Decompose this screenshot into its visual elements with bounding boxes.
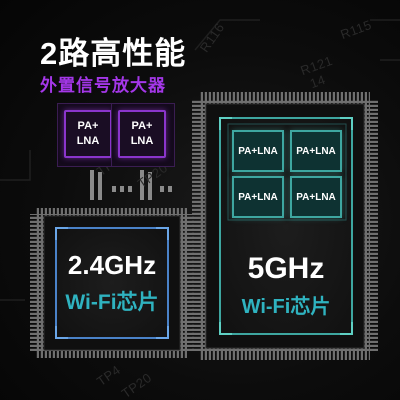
headline: 2路高性能 — [40, 36, 187, 71]
internal-amplifier-4: PA+LNA — [290, 176, 342, 218]
amp-label-line2: LNA — [76, 135, 100, 147]
chip-24-label: Wi-Fi芯片 — [65, 291, 159, 314]
external-amplifier-2: PA+ LNA — [118, 110, 166, 158]
amp-label-line1: PA+ — [77, 120, 99, 132]
chip-24-die-outline — [55, 227, 169, 339]
external-amplifier-1: PA+ LNA — [64, 110, 112, 158]
amp-label-line1: PA+ — [131, 120, 153, 132]
subheadline: 外置信号放大器 — [40, 76, 166, 95]
chip-5-label: Wi-Fi芯片 — [241, 296, 331, 318]
chip-24-band: 2.4GHz — [67, 250, 157, 280]
amp-label-line2: LNA — [130, 135, 154, 147]
internal-amplifier-3: PA+LNA — [232, 176, 284, 218]
internal-amplifier-1: PA+LNA — [232, 130, 284, 172]
amp-connectors — [90, 170, 172, 200]
internal-amplifier-2: PA+LNA — [290, 130, 342, 172]
chip-5-band: 5GHz — [247, 252, 325, 285]
